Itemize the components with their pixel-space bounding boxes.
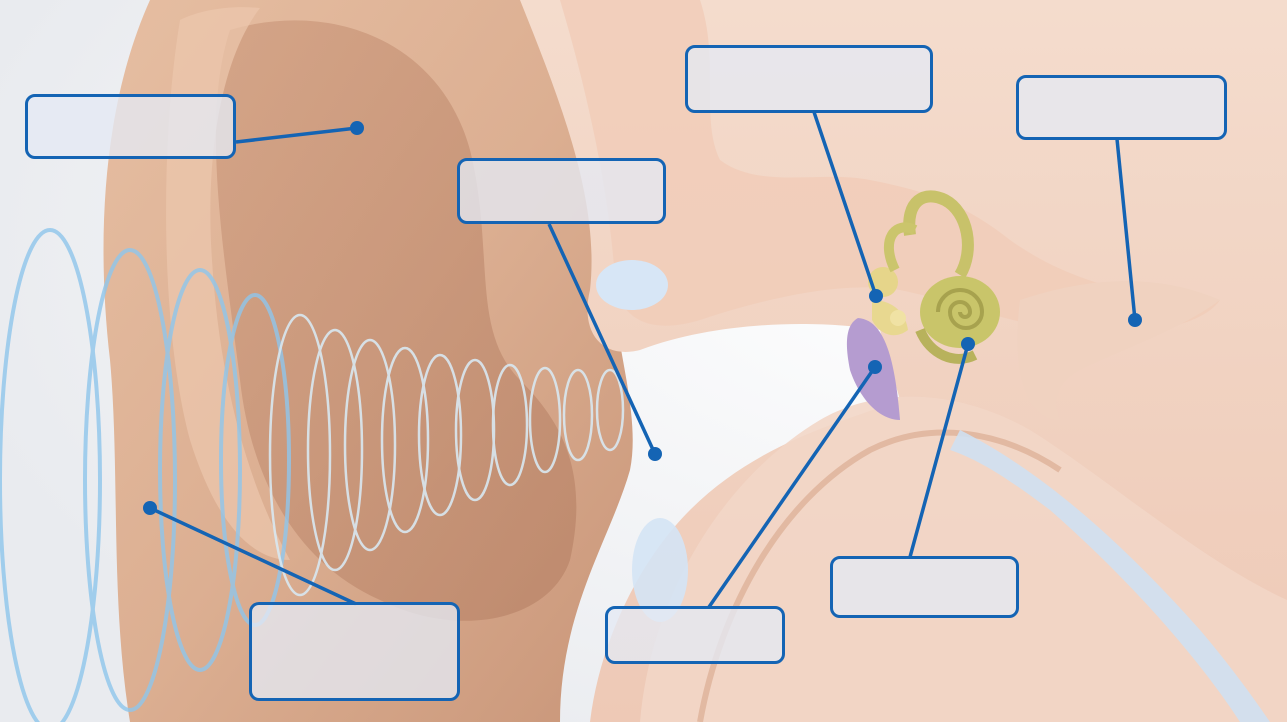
label-box-sound-waves[interactable] bbox=[249, 602, 460, 701]
dot-ossicles bbox=[869, 289, 883, 303]
label-box-auditory-nerve[interactable] bbox=[1016, 75, 1227, 140]
dot-ear-canal bbox=[648, 447, 662, 461]
label-box-cochlea[interactable] bbox=[830, 556, 1019, 618]
label-box-pinna[interactable] bbox=[25, 94, 236, 159]
dot-auditory-nerve bbox=[1128, 313, 1142, 327]
air-cell-upper bbox=[596, 260, 668, 310]
dot-pinna bbox=[350, 121, 364, 135]
label-box-ear-canal[interactable] bbox=[457, 158, 666, 224]
dot-eardrum bbox=[868, 360, 882, 374]
label-box-ossicles[interactable] bbox=[685, 45, 933, 113]
label-box-eardrum[interactable] bbox=[605, 606, 785, 664]
dot-cochlea bbox=[961, 337, 975, 351]
dot-sound-waves bbox=[143, 501, 157, 515]
